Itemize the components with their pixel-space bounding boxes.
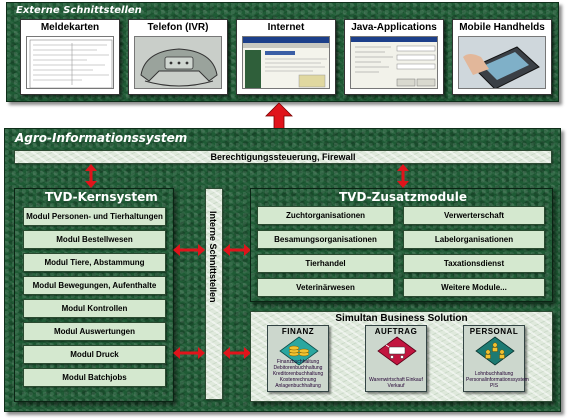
coins-icon xyxy=(279,336,319,366)
people-icon xyxy=(475,336,515,366)
module-tierhandel: Tierhandel xyxy=(257,254,394,273)
module-bewegungen-aufenthalte: Modul Bewegungen, Aufenthalte xyxy=(23,276,166,295)
external-interfaces-panel: Externe Schnittstellen Meldekarten Telef… xyxy=(6,2,559,102)
module-labelorganisationen: Labelorganisationen xyxy=(403,230,545,249)
module-veterinaerwesen: Veterinärwesen xyxy=(257,278,394,297)
java-applications-box: Java-Applications xyxy=(344,19,444,95)
personal-box: PERSONAL Lohnbuchhaltung Personalinforma… xyxy=(463,325,529,392)
core-internal-arrow-2 xyxy=(173,347,205,359)
handheld-device-icon xyxy=(458,36,546,89)
internal-additional-arrow xyxy=(223,244,251,256)
internal-interfaces-bar: Interne Schnittstellen xyxy=(205,188,223,400)
application-window-icon xyxy=(350,36,438,89)
module-auswertungen: Modul Auswertungen xyxy=(23,322,166,341)
firewall-bar: Berechtigungssteuerung, Firewall xyxy=(14,150,552,164)
browser-window-icon xyxy=(242,36,330,89)
finanz-box: FINANZ Finanzbuchhaltung Debitorenbuchha… xyxy=(267,325,329,392)
mobile-handhelds-label: Mobile Handhelds xyxy=(459,22,545,33)
auftrag-description: Warenwirtschaft Einkauf Verkauf xyxy=(369,377,423,389)
module-bestellwesen: Modul Bestellwesen xyxy=(23,230,166,249)
module-weitere: Weitere Module... xyxy=(403,278,545,297)
module-druck: Modul Druck xyxy=(23,345,166,364)
simultan-title: Simultan Business Solution xyxy=(335,313,468,324)
internal-interfaces-label: Interne Schnittstellen xyxy=(208,211,218,303)
module-besamungsorganisationen: Besamungsorganisationen xyxy=(257,230,394,249)
telefon-box: Telefon (IVR) xyxy=(128,19,228,95)
module-zuchtorganisationen: Zuchtorganisationen xyxy=(257,206,394,225)
firewall-core-arrow xyxy=(85,164,97,188)
internet-box: Internet xyxy=(236,19,336,95)
module-taxationsdienst: Taxationsdienst xyxy=(403,254,545,273)
additional-modules-title: TVD-Zusatzmodule xyxy=(339,190,467,204)
module-batchjobs: Modul Batchjobs xyxy=(23,368,166,387)
agro-system-title: Agro-Informationssystem xyxy=(15,131,188,145)
java-applications-label: Java-Applications xyxy=(351,22,437,33)
finanz-label: FINANZ xyxy=(281,327,315,336)
internet-label: Internet xyxy=(267,22,305,33)
telephone-icon xyxy=(134,36,222,89)
auftrag-box: AUFTRAG Warenwirtschaft Einkauf Verkauf xyxy=(365,325,427,392)
firewall-label: Berechtigungssteuerung, Firewall xyxy=(210,152,356,162)
external-interfaces-title: Externe Schnittstellen xyxy=(16,5,142,16)
module-kontrollen: Modul Kontrollen xyxy=(23,299,166,318)
auftrag-label: AUFTRAG xyxy=(374,327,418,336)
internal-simultan-arrow xyxy=(223,347,251,359)
telefon-label: Telefon (IVR) xyxy=(147,22,209,33)
core-internal-arrow-1 xyxy=(173,244,205,256)
meldekarten-label: Meldekarten xyxy=(40,22,100,33)
finanz-description: Finanzbuchhaltung Debitorenbuchhaltung K… xyxy=(272,359,324,389)
firewall-additional-arrow xyxy=(397,164,409,188)
personal-label: PERSONAL xyxy=(469,327,519,336)
cart-icon xyxy=(377,336,417,366)
core-system-title: TVD-Kernsystem xyxy=(45,190,158,204)
personal-description: Lohnbuchhaltung Personalinformationssyst… xyxy=(466,371,529,389)
meldekarten-box: Meldekarten xyxy=(20,19,120,95)
module-personen-tierhaltungen: Modul Personen- und Tierhaltungen xyxy=(23,207,166,226)
module-tiere-abstammung: Modul Tiere, Abstammung xyxy=(23,253,166,272)
meldekarten-form-icon xyxy=(26,36,114,89)
module-verwerterschaft: Verwerterschaft xyxy=(403,206,545,225)
mobile-handhelds-box: Mobile Handhelds xyxy=(452,19,552,95)
